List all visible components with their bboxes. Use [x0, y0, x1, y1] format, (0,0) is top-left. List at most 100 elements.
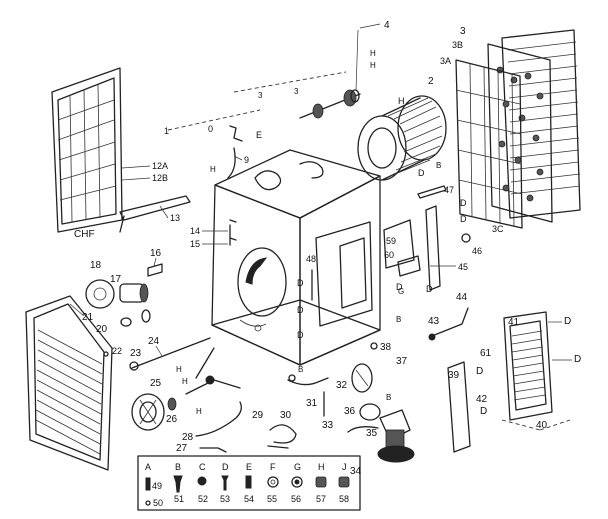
washer-icon [267, 476, 279, 488]
hardware-letter-g: G [294, 462, 301, 472]
callout-42: 42 [476, 394, 488, 405]
float-valve: 31 32 33 B [287, 365, 348, 431]
callout-h-prop-1: H [176, 365, 182, 374]
hardware-part-50: 50 [153, 498, 163, 508]
callout-3: 3 [460, 26, 466, 37]
callout-3a: 3A [440, 56, 451, 66]
callout-28: 28 [182, 432, 194, 443]
callout-35: 35 [366, 428, 378, 439]
screw-icon [245, 475, 252, 489]
callout-61: 61 [480, 348, 492, 359]
screw-icon [173, 475, 183, 493]
hardware-part-56: 56 [291, 494, 301, 504]
hardware-letter-c: C [199, 462, 206, 472]
callout-0: 0 [208, 124, 213, 134]
callout-b-tray: B [396, 315, 401, 324]
callout-44: 44 [456, 292, 468, 303]
callout-20: 20 [96, 324, 108, 335]
callout-d-rail-2: D [460, 214, 467, 224]
callout-h-shaft-2: H [370, 61, 376, 70]
hardware-part-55: 55 [267, 494, 277, 504]
callout-3-top2: 3 [294, 87, 299, 96]
callout-h-prop-3: H [196, 407, 202, 416]
callout-h-bracket: H [210, 165, 216, 174]
callout-45: 45 [458, 262, 468, 272]
callout-29: 29 [252, 410, 264, 421]
callout-31: 31 [306, 398, 318, 409]
front-grille: 22 [25, 295, 122, 471]
callout-d-grille-2: D [574, 354, 581, 365]
callout-g: G [398, 287, 404, 296]
left-side-panel: 12A 12B CHF [51, 67, 168, 240]
hex-nut-icon [315, 476, 327, 488]
callout-d-rail-3: D [426, 284, 433, 294]
hardware-letter-d: D [222, 462, 229, 472]
hardware-part-51: 51 [174, 494, 184, 504]
hardware-letter-f: F [270, 462, 276, 472]
hardware-letter-a: A [145, 462, 151, 472]
callout-12b: 12B [152, 173, 168, 183]
callout-48: 48 [306, 254, 316, 264]
callout-39: 39 [448, 370, 460, 381]
callout-b-pump: B [386, 393, 391, 402]
shaft-assembly: 4 H H 3 3 [233, 20, 390, 119]
callout-18: 18 [90, 260, 102, 271]
hardware-part-52: 52 [198, 494, 208, 504]
callout-59: 59 [386, 236, 396, 246]
callout-d-grille-1: D [564, 316, 571, 327]
callout-d-rail-4: D [396, 282, 403, 292]
callout-17: 17 [110, 274, 122, 285]
callout-2: 2 [428, 76, 434, 87]
callout-d-grille-3: D [476, 366, 483, 377]
callout-16: 16 [150, 248, 162, 259]
callout-13: 13 [170, 213, 180, 223]
water-pump: 37 38 36 B 35 34 [344, 342, 415, 477]
callout-chf: CHF [74, 229, 95, 240]
callout-3-top: 3 [258, 91, 263, 100]
callout-38: 38 [380, 342, 392, 353]
callout-47: 47 [444, 185, 454, 195]
callout-43: 43 [428, 316, 440, 327]
bolt-icon [145, 477, 151, 491]
callout-30: 30 [280, 410, 292, 421]
hardware-letter-h: H [318, 462, 325, 472]
hex-nut-icon [338, 476, 350, 488]
right-grille: 40 41 61 42 D D D D [476, 311, 581, 431]
callout-d-cab-3: D [297, 330, 304, 340]
callout-h-prop-2: H [182, 377, 188, 386]
callout-26: 26 [166, 414, 178, 425]
callout-b-valve: B [298, 365, 303, 374]
callout-33: 33 [322, 420, 334, 431]
callout-27: 27 [176, 443, 188, 454]
side-strip: 39 [447, 361, 471, 453]
callout-40: 40 [536, 420, 548, 431]
power-cord: 43 44 [428, 292, 469, 341]
cabinet: D D D 14 15 [190, 149, 381, 366]
callout-41: 41 [508, 317, 520, 328]
screw-icon [221, 475, 229, 491]
callout-22: 22 [112, 346, 122, 356]
blower-wheel: 2 H [357, 76, 447, 181]
callout-36: 36 [344, 406, 356, 417]
hardware-part-54: 54 [244, 494, 254, 504]
callout-d-grille-4: D [480, 406, 487, 417]
rail-46: D D 46 45 D D [396, 198, 482, 294]
callout-34: 34 [350, 466, 362, 477]
hardware-part-58: 58 [339, 494, 349, 504]
callout-1: 1 [164, 126, 169, 136]
callout-3b: 3B [452, 40, 463, 50]
callout-d-rail-1: D [460, 198, 467, 208]
hardware-letter-j: J [342, 462, 347, 472]
callout-d-cab-2: D [297, 305, 304, 315]
callout-21: 21 [82, 312, 94, 323]
callout-b-strap: B [436, 161, 441, 170]
hardware-legend: A 49 50 B 51 C 52 D 53 E 54 F 55 G 56 H … [137, 455, 361, 511]
hardware-letter-e: E [246, 462, 252, 472]
callout-32: 32 [336, 380, 348, 391]
callout-37: 37 [396, 356, 408, 367]
nut-icon [197, 476, 207, 486]
callout-d-strap: D [418, 168, 425, 178]
control-box: 48 59 60 [306, 219, 421, 327]
callout-d-cab-1: D [297, 278, 304, 288]
